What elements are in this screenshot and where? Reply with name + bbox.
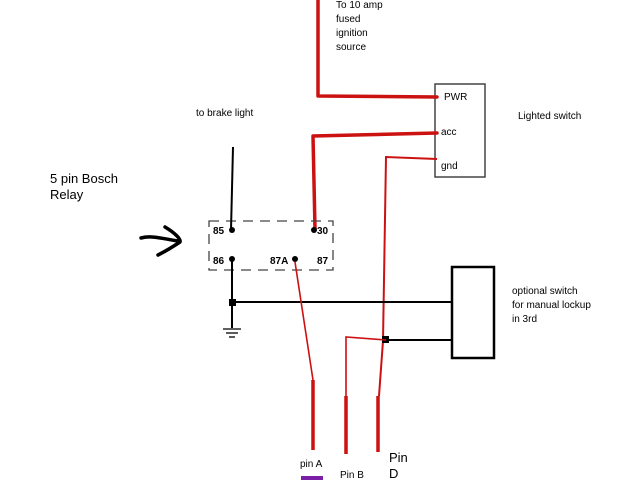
black-wires (231, 259, 452, 341)
pin-a-label: pin A (300, 459, 323, 470)
red-wires (311, 0, 439, 231)
pin-b-label: Pin B (340, 470, 364, 480)
junction-86 (229, 299, 236, 306)
lighted-switch-label: Lighted switch (518, 111, 581, 122)
relay-pin-30: 30 (317, 226, 329, 237)
pwr-terminal-label: PWR (444, 92, 467, 103)
optional-switch-label: optional switch for manual lockup in 3rd (512, 286, 594, 325)
optional-switch-box (450, 265, 496, 360)
wire-ignition-to-pwr (316, 0, 439, 99)
wire-87a-thin (294, 261, 314, 381)
lighted-switch-box (434, 83, 486, 178)
wire-pin-b-thin (345, 336, 387, 396)
purple-marker (301, 476, 323, 480)
acc-terminal-label: acc (441, 127, 457, 138)
relay-label: 5 pin Bosch Relay (50, 171, 122, 202)
relay-pin-87a: 87A (270, 256, 288, 267)
brake-light-label: to brake light (196, 108, 253, 119)
relay-pin-86: 86 (213, 256, 225, 267)
dot-30 (311, 227, 317, 233)
wire-acc-to-relay-30 (311, 131, 439, 231)
pin-d-label: Pin D (389, 450, 411, 480)
wire-brake-light (230, 146, 234, 231)
ground-icon (223, 328, 241, 338)
wire-gnd-to-pin-d (378, 155, 438, 397)
relay-pin-87: 87 (317, 256, 329, 267)
gnd-terminal-label: gnd (441, 161, 458, 172)
relay-pin-85: 85 (213, 226, 225, 237)
ignition-source-label: To 10 amp fused ignition source (336, 0, 385, 53)
arrow-icon (139, 225, 182, 257)
dot-87a (292, 256, 298, 262)
